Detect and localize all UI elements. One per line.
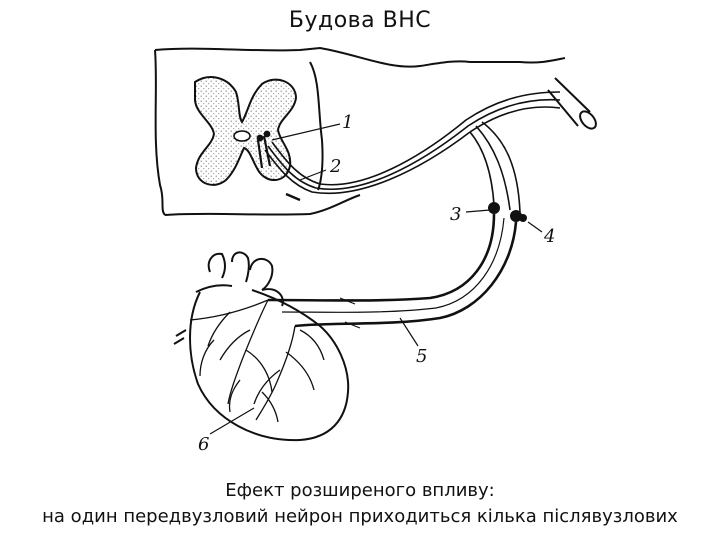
label-leaders bbox=[209, 123, 543, 435]
postganglionic-fibers-thin bbox=[281, 217, 505, 329]
label-2: 2 bbox=[329, 156, 341, 177]
caption-line-1: Ефект розширеного впливу: bbox=[225, 480, 495, 501]
postganglionic-fibers bbox=[267, 213, 518, 328]
ans-structure-diagram: 1 2 3 4 5 6 bbox=[154, 46, 597, 455]
spinal-nerve-end bbox=[547, 77, 597, 130]
label-4: 4 bbox=[543, 226, 555, 247]
label-1: 1 bbox=[342, 112, 353, 133]
preganglionic-neurons bbox=[256, 130, 301, 202]
label-6: 6 bbox=[198, 434, 209, 455]
label-3: 3 bbox=[450, 204, 461, 225]
spinal-cord-section bbox=[154, 46, 566, 216]
page-title: Будова ВНС bbox=[288, 8, 432, 33]
central-canal bbox=[233, 130, 251, 142]
caption: Ефект розширеного впливу: на один передв… bbox=[0, 478, 720, 530]
heart bbox=[173, 251, 350, 442]
caption-line-2: на один передвузловий нейрон приходиться… bbox=[42, 506, 678, 527]
label-5: 5 bbox=[416, 346, 427, 367]
ganglion-nodes bbox=[488, 202, 527, 222]
nerve-trunk bbox=[264, 91, 561, 213]
cardiac-nerve-branches bbox=[189, 299, 325, 423]
